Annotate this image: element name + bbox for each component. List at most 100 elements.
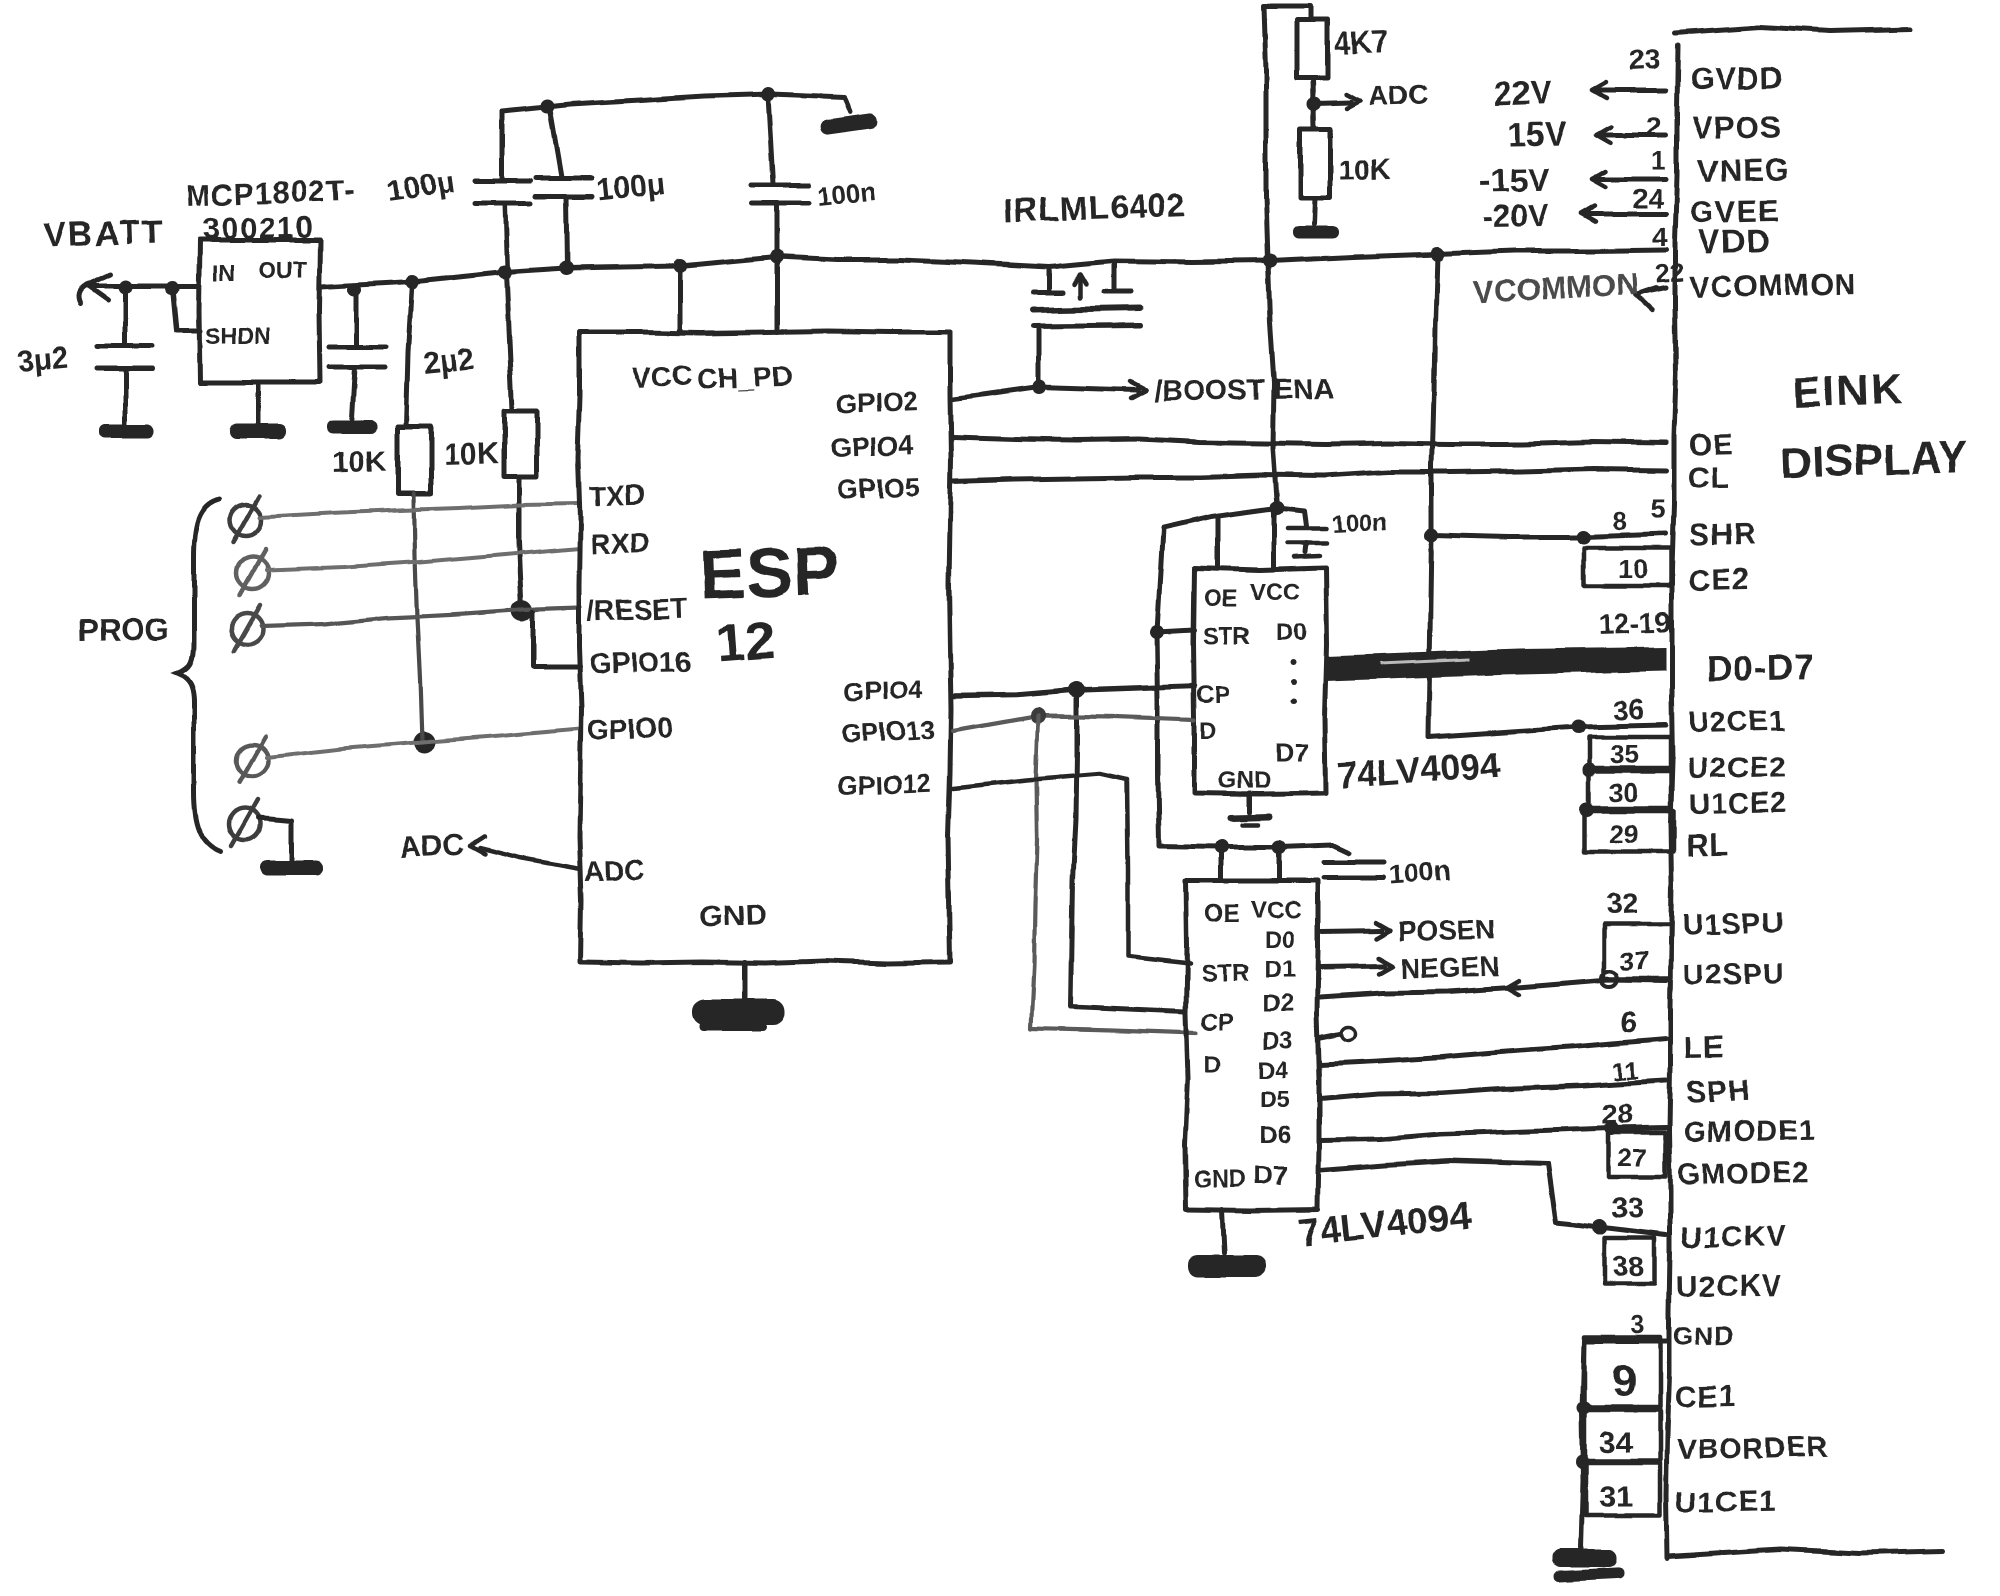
- svg-text:10K: 10K: [1338, 154, 1392, 187]
- svg-text:GND: GND: [1673, 1320, 1734, 1351]
- svg-text:33: 33: [1611, 1192, 1643, 1224]
- svg-text:OE: OE: [1205, 900, 1240, 927]
- svg-text:-15V: -15V: [1479, 161, 1549, 199]
- svg-text:4K7: 4K7: [1333, 26, 1389, 61]
- svg-text:D0: D0: [1276, 619, 1307, 646]
- svg-text:D5: D5: [1260, 1087, 1291, 1114]
- svg-text:VBORDER: VBORDER: [1677, 1431, 1830, 1466]
- svg-text:CE1: CE1: [1675, 1380, 1737, 1414]
- svg-text:4: 4: [1652, 221, 1668, 252]
- svg-text:31: 31: [1600, 1481, 1633, 1514]
- svg-text:CE2: CE2: [1688, 563, 1750, 597]
- svg-text:VCOMMON: VCOMMON: [1473, 266, 1640, 310]
- svg-text:30: 30: [1609, 777, 1638, 807]
- svg-text:RXD: RXD: [590, 527, 650, 560]
- svg-text:GND: GND: [699, 899, 767, 934]
- svg-text:34: 34: [1600, 1426, 1634, 1459]
- svg-text:PROG: PROG: [78, 611, 170, 648]
- svg-text:STR: STR: [1201, 960, 1249, 987]
- svg-text:CP: CP: [1196, 682, 1229, 709]
- svg-text:/BOOST ENA: /BOOST ENA: [1154, 373, 1335, 408]
- svg-text:D0-D7: D0-D7: [1705, 646, 1815, 689]
- svg-text:CP: CP: [1201, 1010, 1234, 1037]
- svg-text:NEGEN: NEGEN: [1400, 951, 1500, 984]
- svg-text:U2CE2: U2CE2: [1688, 751, 1787, 785]
- svg-text:10K: 10K: [443, 437, 499, 472]
- svg-text:OUT: OUT: [258, 257, 307, 283]
- svg-text:/RESET: /RESET: [586, 592, 688, 627]
- svg-text:15V: 15V: [1507, 115, 1566, 153]
- svg-text:24: 24: [1632, 183, 1664, 214]
- svg-text:D: D: [1199, 717, 1216, 744]
- svg-text:OE: OE: [1203, 585, 1238, 612]
- svg-text:6: 6: [1620, 1007, 1636, 1039]
- svg-text:OE: OE: [1689, 428, 1735, 462]
- svg-text:10: 10: [1618, 554, 1647, 584]
- svg-text:5: 5: [1650, 493, 1665, 523]
- svg-text:VDD: VDD: [1697, 222, 1770, 260]
- svg-text:D1: D1: [1265, 957, 1296, 984]
- svg-text:VCC: VCC: [632, 360, 692, 393]
- svg-text:VCC: VCC: [1251, 897, 1302, 924]
- svg-text:100μ: 100μ: [595, 167, 666, 207]
- svg-text:GPIO5: GPIO5: [837, 472, 921, 505]
- svg-text:GPIO12: GPIO12: [837, 768, 932, 801]
- svg-text:POSEN: POSEN: [1398, 914, 1497, 947]
- svg-text:IRLML6402: IRLML6402: [1003, 186, 1187, 229]
- svg-text:9: 9: [1612, 1357, 1636, 1406]
- svg-text:GPIO13: GPIO13: [840, 715, 935, 748]
- svg-text:D2: D2: [1263, 990, 1294, 1017]
- svg-text:EINK: EINK: [1792, 365, 1904, 417]
- svg-text:27: 27: [1618, 1142, 1647, 1172]
- svg-text:-20V: -20V: [1481, 197, 1550, 234]
- svg-text:100n: 100n: [1388, 856, 1451, 890]
- svg-text:ADC: ADC: [583, 854, 645, 887]
- svg-text:U2CE1: U2CE1: [1688, 705, 1787, 739]
- svg-text:GND: GND: [1218, 767, 1271, 794]
- svg-text:36: 36: [1613, 694, 1645, 726]
- svg-text:ADC: ADC: [399, 829, 466, 865]
- svg-text:37: 37: [1620, 946, 1649, 976]
- svg-text:29: 29: [1609, 819, 1638, 849]
- svg-text:32: 32: [1605, 888, 1638, 921]
- svg-text:SPH: SPH: [1686, 1075, 1751, 1109]
- svg-text:D6: D6: [1260, 1122, 1291, 1149]
- svg-text:VNEG: VNEG: [1698, 152, 1790, 189]
- svg-text:U2SPU: U2SPU: [1684, 958, 1786, 992]
- svg-text:CH_PD: CH_PD: [696, 361, 792, 395]
- svg-text:12-19: 12-19: [1597, 606, 1672, 641]
- svg-text:3: 3: [1630, 1309, 1644, 1339]
- svg-text:D: D: [1204, 1051, 1221, 1078]
- svg-text:11: 11: [1611, 1055, 1640, 1086]
- svg-text:300210: 300210: [203, 211, 316, 246]
- svg-text:8: 8: [1613, 506, 1627, 536]
- svg-text:TXD: TXD: [588, 479, 645, 512]
- svg-text:VCC: VCC: [1250, 579, 1301, 606]
- svg-text:U2CKV: U2CKV: [1676, 1269, 1783, 1304]
- svg-text:U1CE1: U1CE1: [1675, 1485, 1777, 1520]
- svg-text:U1CE2: U1CE2: [1689, 787, 1788, 821]
- svg-text:10K: 10K: [331, 445, 387, 480]
- svg-text:2μ2: 2μ2: [421, 343, 476, 381]
- svg-text:SHDN: SHDN: [205, 323, 270, 349]
- svg-text:VPOS: VPOS: [1692, 109, 1783, 146]
- svg-text:22V: 22V: [1493, 73, 1553, 112]
- svg-text:22: 22: [1654, 257, 1685, 289]
- svg-text:1: 1: [1652, 145, 1666, 175]
- svg-text:MCP1802T-: MCP1802T-: [185, 174, 355, 213]
- svg-text:STR: STR: [1202, 623, 1250, 650]
- svg-text:LE: LE: [1684, 1029, 1726, 1065]
- svg-text:GPIO0: GPIO0: [587, 713, 673, 745]
- svg-text:ADC: ADC: [1367, 79, 1429, 112]
- svg-text:100n: 100n: [1331, 508, 1387, 538]
- svg-text:12: 12: [714, 610, 778, 674]
- svg-text:DISPLAY: DISPLAY: [1780, 433, 1968, 488]
- svg-text:D3: D3: [1262, 1028, 1293, 1055]
- svg-text:GVDD: GVDD: [1690, 60, 1784, 97]
- svg-text:D7: D7: [1276, 738, 1309, 768]
- svg-text:28: 28: [1601, 1098, 1633, 1130]
- svg-text:CL: CL: [1688, 461, 1731, 495]
- svg-text:GPIO2: GPIO2: [835, 386, 919, 419]
- svg-text:RL: RL: [1686, 827, 1730, 863]
- svg-text:GPIO16: GPIO16: [590, 646, 692, 679]
